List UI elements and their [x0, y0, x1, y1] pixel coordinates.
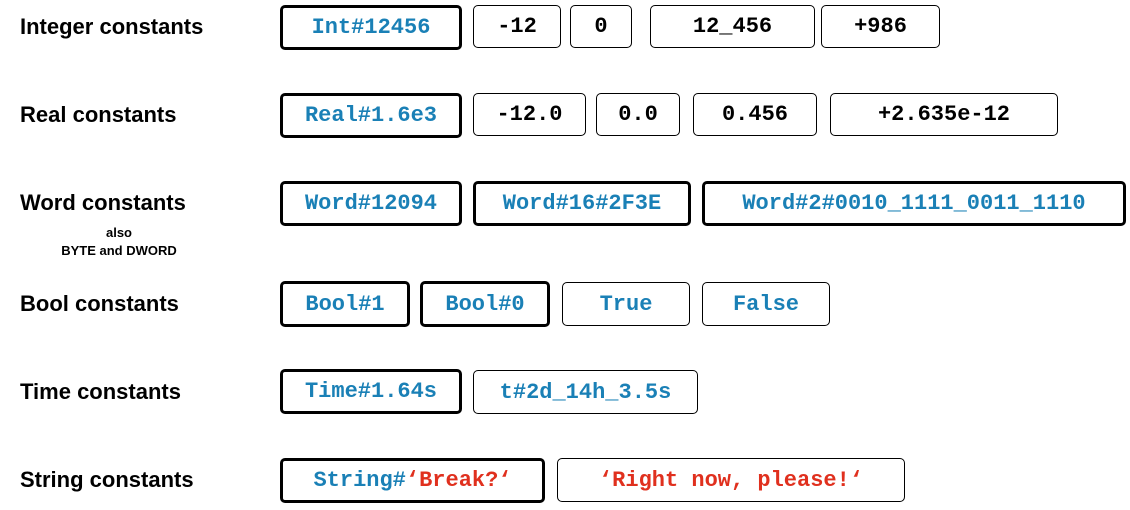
string-typed-value: ‘Break?‘	[405, 468, 512, 493]
bool-typed-constant-1-text: Bool#1	[305, 291, 385, 317]
real-constant-fraction-text: 0.456	[721, 102, 788, 127]
time-constant-short: t#2d_14h_3.5s	[473, 370, 698, 414]
row-label-string: String constants	[20, 467, 194, 492]
word-hex-constant-text: Word#16#2F3E	[502, 191, 662, 216]
bool-constant-false-text: False	[732, 291, 799, 317]
integer-constant-positive: +986	[821, 5, 940, 48]
bool-constant-false: False	[702, 282, 830, 326]
bool-typed-constant-1: Bool#1	[280, 281, 410, 327]
real-constant-negative-text: -12.0	[496, 102, 563, 127]
time-typed-constant: Time#1.64s	[280, 369, 462, 414]
real-typed-constant: Real#1.6e3	[280, 93, 462, 138]
real-constant-fraction: 0.456	[693, 93, 817, 136]
time-typed-constant-text: Time#1.64s	[304, 379, 438, 404]
integer-constant-negative: -12	[473, 5, 561, 48]
real-typed-constant-text: Real#1.6e3	[304, 103, 438, 128]
bool-typed-constant-0: Bool#0	[420, 281, 550, 327]
string-constant-value: ‘Right now, please!‘	[598, 467, 864, 493]
word-binary-constant-text: Word#2#0010_1111_0011_1110	[742, 191, 1086, 216]
integer-constant-underscore: 12_456	[650, 5, 815, 48]
word-decimal-constant-text: Word#12094	[304, 191, 438, 216]
integer-constant-underscore-text: 12_456	[692, 14, 773, 39]
real-constant-zero: 0.0	[596, 93, 680, 136]
time-constant-short-text: t#2d_14h_3.5s	[499, 379, 672, 405]
integer-typed-constant-text: Int#12456	[311, 15, 431, 40]
word-note-line1: also	[105, 225, 132, 240]
word-decimal-constant: Word#12094	[280, 181, 462, 226]
string-typed-constant: String#‘Break?‘	[280, 458, 545, 503]
row-label-real: Real constants	[20, 102, 177, 127]
row-label-bool: Bool constants	[20, 291, 179, 316]
real-constant-exponent-text: +2.635e-12	[877, 102, 1011, 127]
row-label-time: Time constants	[20, 379, 181, 404]
word-binary-constant: Word#2#0010_1111_0011_1110	[702, 181, 1126, 226]
integer-typed-constant: Int#12456	[280, 5, 462, 50]
word-note-line2: BYTE and DWORD	[61, 243, 177, 258]
row-label-integer: Integer constants	[20, 14, 204, 39]
string-typed-prefix: String#	[313, 468, 406, 493]
integer-constant-positive-text: +986	[854, 14, 907, 39]
real-constant-exponent: +2.635e-12	[830, 93, 1058, 136]
row-label-word: Word constants	[20, 190, 186, 215]
integer-constant-negative-text: -12	[497, 14, 537, 39]
integer-constant-zero: 0	[570, 5, 632, 48]
word-note: also BYTE and DWORD	[50, 224, 188, 260]
string-constant: ‘Right now, please!‘	[557, 458, 905, 502]
bool-typed-constant-0-text: Bool#0	[445, 291, 525, 317]
bool-constant-true: True	[562, 282, 690, 326]
word-hex-constant: Word#16#2F3E	[473, 181, 691, 226]
bool-constant-true-text: True	[599, 291, 653, 317]
integer-constant-zero-text: 0	[594, 14, 608, 39]
real-constant-negative: -12.0	[473, 93, 586, 136]
real-constant-zero-text: 0.0	[618, 102, 658, 127]
